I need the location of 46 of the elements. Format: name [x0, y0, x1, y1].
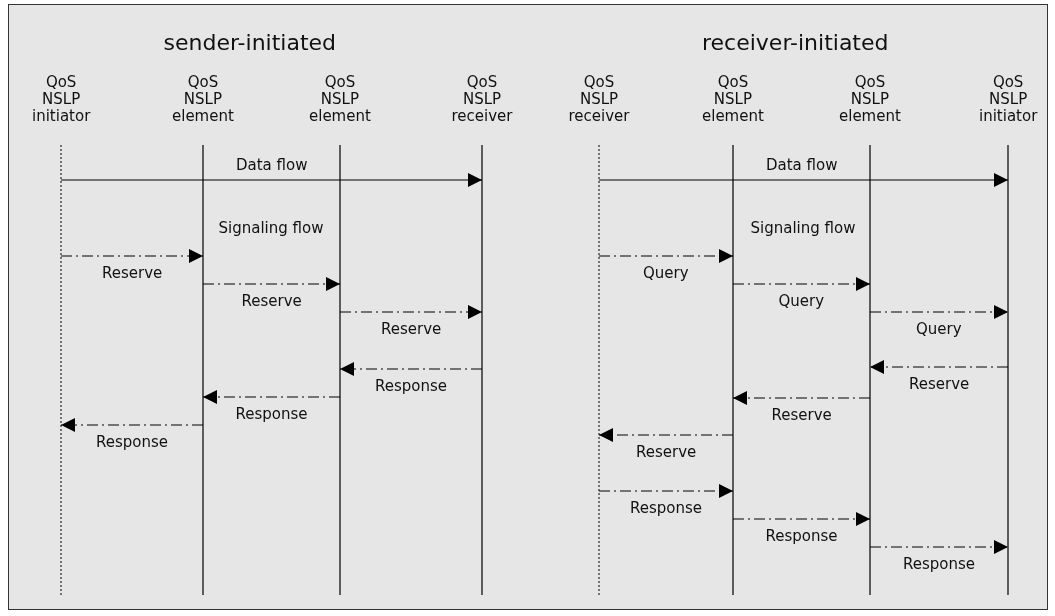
arrow — [339, 173, 483, 187]
arrow — [869, 540, 1009, 554]
section-title: receiver-initiated — [702, 29, 889, 55]
edge-label: Reserve — [771, 406, 832, 424]
edge-label: Reserve — [636, 443, 697, 461]
participant-label: QoS NSLP element — [702, 74, 764, 125]
arrow — [202, 390, 341, 404]
edge-label: Response — [96, 433, 169, 451]
participant-label: QoS NSLP initiator — [979, 74, 1038, 125]
participant-label: QoS NSLP receiver — [568, 74, 630, 125]
edge-label: Response — [630, 499, 703, 517]
edge-label: Response — [375, 377, 448, 395]
arrow — [202, 277, 341, 291]
note-label: Signaling flow — [750, 219, 856, 237]
edge-label: Query — [643, 264, 689, 282]
edge-label: Response — [903, 555, 976, 573]
arrow — [598, 484, 734, 498]
edge-label: Response — [765, 527, 838, 545]
participant-label: QoS NSLP element — [172, 74, 234, 125]
arrow — [869, 173, 1009, 187]
edge-label: Reserve — [241, 292, 302, 310]
edge-label: Query — [778, 292, 825, 310]
edge-label: Reserve — [909, 375, 970, 393]
arrow — [339, 305, 483, 319]
edge-label: Response — [235, 405, 308, 423]
arrow — [339, 362, 483, 376]
arrow — [598, 249, 734, 263]
edge-label: Reserve — [381, 320, 442, 338]
arrow — [732, 277, 871, 291]
edge-label: Data flow — [236, 156, 308, 174]
edge-label: Query — [916, 320, 962, 338]
arrow — [732, 512, 871, 526]
arrow — [869, 305, 1009, 319]
arrow — [869, 360, 1009, 374]
arrow — [598, 428, 734, 442]
arrow — [732, 391, 871, 405]
edge-label: Data flow — [766, 156, 838, 174]
participant-label: QoS NSLP element — [309, 74, 371, 125]
section-title: sender-initiated — [163, 29, 337, 55]
participant-label: QoS NSLP receiver — [451, 74, 513, 125]
participant-label: QoS NSLP initiator — [32, 74, 91, 125]
edge-label: Reserve — [102, 264, 163, 282]
note-label: Signaling flow — [218, 219, 324, 237]
arrow — [60, 249, 204, 263]
participant-label: QoS NSLP element — [839, 74, 901, 125]
arrow — [60, 418, 204, 432]
